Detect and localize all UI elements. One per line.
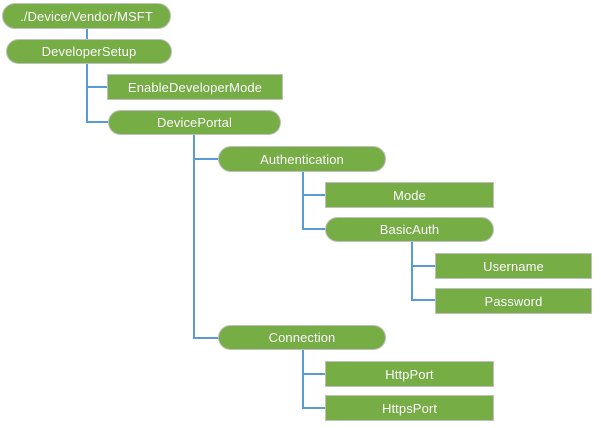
connector-basicauth-trunk xyxy=(411,241,413,301)
node-deviceportal[interactable]: DevicePortal xyxy=(108,110,281,135)
connector-developersetup-to-enabledevelopermode xyxy=(86,86,108,88)
connector-connection-to-httpsport xyxy=(302,407,327,409)
connector-basicauth-to-username xyxy=(411,265,437,267)
node-label-deviceportal: DevicePortal xyxy=(157,115,232,130)
node-label-httpport: HttpPort xyxy=(385,366,434,382)
connector-root-to-developersetup-trunk xyxy=(86,28,88,41)
node-root[interactable]: ./Device/Vendor/MSFT xyxy=(2,3,171,29)
connector-basicauth-to-password xyxy=(411,299,437,301)
node-label-connection: Connection xyxy=(268,330,336,345)
node-label-basicauth: BasicAuth xyxy=(379,222,440,237)
connector-deviceportal-trunk xyxy=(193,134,195,338)
node-developersetup[interactable]: DeveloperSetup xyxy=(6,39,172,64)
node-basicauth[interactable]: BasicAuth xyxy=(325,217,494,242)
connector-developersetup-to-deviceportal xyxy=(86,121,109,123)
connector-connection-to-httpport xyxy=(302,373,327,375)
connector-authentication-to-mode xyxy=(302,194,327,196)
node-password[interactable]: Password xyxy=(435,288,592,314)
connector-authentication-to-basicauth xyxy=(302,228,328,230)
node-label-authentication: Authentication xyxy=(260,151,344,167)
connector-deviceportal-to-authentication xyxy=(193,158,221,160)
node-label-password: Password xyxy=(484,293,543,309)
node-httpport[interactable]: HttpPort xyxy=(325,361,494,387)
connector-authentication-trunk xyxy=(302,171,304,230)
node-authentication[interactable]: Authentication xyxy=(218,146,386,172)
node-label-developersetup: DeveloperSetup xyxy=(41,44,137,59)
node-label-mode: Mode xyxy=(393,187,426,203)
connector-developersetup-trunk xyxy=(86,63,88,123)
node-connection[interactable]: Connection xyxy=(218,325,386,350)
node-label-httpsport: HttpsPort xyxy=(381,400,438,416)
node-enabledevelopermode[interactable]: EnableDeveloperMode xyxy=(107,74,283,100)
node-username[interactable]: Username xyxy=(435,253,592,279)
node-label-username: Username xyxy=(483,258,544,274)
node-mode[interactable]: Mode xyxy=(325,182,494,208)
node-httpsport[interactable]: HttpsPort xyxy=(325,395,494,421)
connector-connection-trunk xyxy=(302,349,304,408)
connector-deviceportal-to-connection xyxy=(193,337,221,339)
node-label-root: ./Device/Vendor/MSFT xyxy=(20,8,153,24)
node-label-enabledevelopermode: EnableDeveloperMode xyxy=(127,79,263,95)
